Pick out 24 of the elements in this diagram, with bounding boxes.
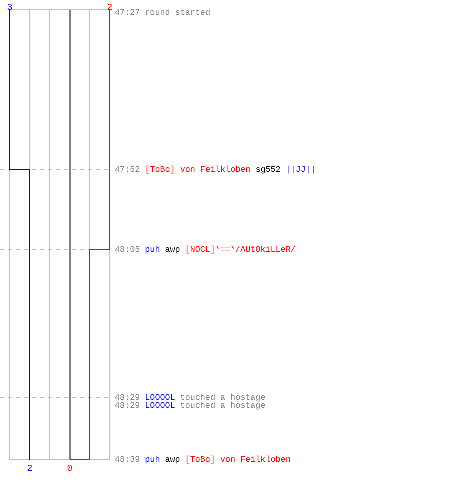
player-name: puh xyxy=(145,456,160,464)
player-count: 3 xyxy=(7,4,13,13)
player-count: 0 xyxy=(67,465,73,474)
player-name: LOOOOL xyxy=(145,394,176,402)
timestamp: 48:05 xyxy=(115,246,140,254)
player-name: puh xyxy=(145,246,160,254)
timestamp: 48:29 xyxy=(115,402,140,410)
timestamp: 47:27 xyxy=(115,8,140,18)
timestamp: 47:52 xyxy=(115,166,140,174)
player-name: ||JJ|| xyxy=(286,166,316,174)
player-name: [ToBo] von Feilkloben xyxy=(145,166,251,174)
player-name: [ToBo] von Feilkloben xyxy=(185,456,291,464)
timestamp: 48:39 xyxy=(115,456,140,464)
event-text: touched a hostage xyxy=(180,394,266,402)
timestamp: 48:29 xyxy=(115,394,140,402)
weapon-name: awp xyxy=(165,246,180,254)
player-count: 2 xyxy=(107,4,113,13)
weapon-name: awp xyxy=(165,456,180,464)
weapon-name: sg552 xyxy=(256,166,281,174)
player-name: [NOCL]*==*/AUtOkiLLeR/ xyxy=(185,246,296,254)
event-text: round started xyxy=(145,8,210,18)
player-count: 2 xyxy=(27,465,33,474)
event-text: touched a hostage xyxy=(180,402,266,410)
player-name: LOOOOL xyxy=(145,402,176,410)
